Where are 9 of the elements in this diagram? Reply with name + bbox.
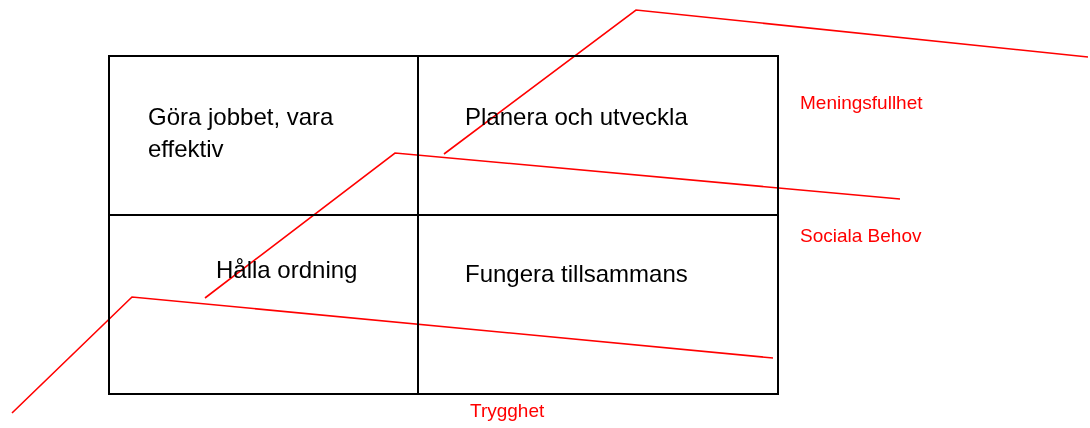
- cell-text: Fungera tillsammans: [465, 259, 689, 289]
- grid-cell: [108, 55, 419, 216]
- grid-cell: [417, 214, 779, 395]
- grid-cell: [417, 55, 779, 216]
- category-label: Sociala Behov: [800, 225, 922, 247]
- grid-cell: [108, 214, 419, 395]
- category-label: Trygghet: [470, 400, 545, 422]
- category-label: Meningsfullhet: [800, 92, 923, 114]
- cell-text: Göra jobbet, vara effektiv: [148, 102, 335, 164]
